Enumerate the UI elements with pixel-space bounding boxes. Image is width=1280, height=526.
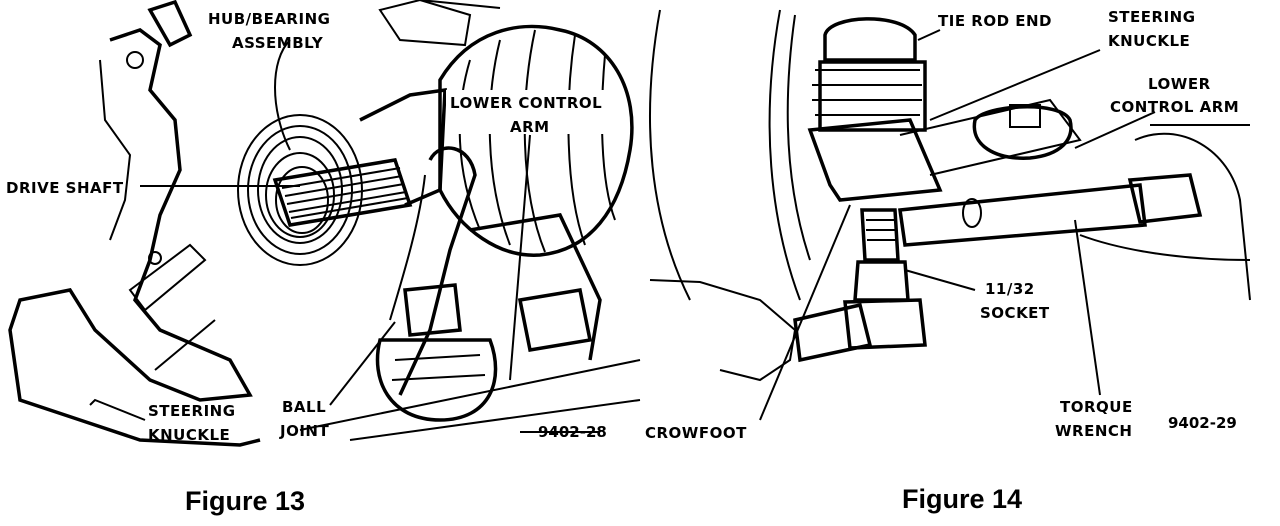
label-steering-knuckle-14-line2: KNUCKLE (1108, 32, 1190, 50)
right-hand (1134, 132, 1251, 301)
hub-leader (274, 39, 291, 151)
label-lower-control-arm-14-line1: LOWER (1148, 75, 1211, 93)
drive-shaft (272, 158, 413, 227)
label-torque-wrench-line2: WRENCH (1055, 422, 1132, 440)
hub-bearing-assembly (237, 114, 363, 266)
ball-joint-leader (329, 321, 396, 406)
tie-rod-end (812, 17, 927, 132)
label-ball-joint-line2: JOINT (279, 422, 329, 440)
figure-14-illustration (649, 9, 1251, 421)
lower-control-arm (299, 146, 641, 441)
label-socket-line2: SOCKET (980, 304, 1050, 322)
label-lower-control-arm-line2: ARM (510, 118, 550, 136)
torque-wrench (898, 173, 1203, 247)
steering-knuckle-14 (807, 98, 1082, 202)
label-steering-knuckle-13-line1: STEERING (148, 402, 236, 420)
label-lower-control-arm-14-line2: CONTROL ARM (1110, 98, 1239, 116)
label-steering-knuckle-13-line2: KNUCKLE (148, 426, 230, 444)
figure-13-illustration (8, 0, 641, 447)
socket-11-32 (853, 208, 910, 302)
cv-boot (359, 0, 634, 257)
crowfoot (793, 298, 927, 363)
label-crowfoot: CROWFOOT (645, 424, 747, 442)
label-hub-bearing-line1: HUB/BEARING (208, 10, 330, 28)
label-lower-control-arm-line1: LOWER CONTROL (450, 94, 602, 112)
figure-13-code: 9402-28 (538, 423, 607, 441)
knuckle-leader-13 (89, 398, 146, 421)
label-drive-shaft: DRIVE SHAFT (6, 179, 124, 197)
label-steering-knuckle-14-line1: STEERING (1108, 8, 1196, 26)
ball-joint (375, 283, 498, 422)
lca-leader-13 (509, 134, 531, 381)
figure-14-code: 9402-29 (1168, 414, 1237, 432)
label-ball-joint-line1: BALL (282, 398, 326, 416)
label-socket-line1: 11/32 (985, 280, 1035, 298)
label-torque-wrench-line1: TORQUE (1060, 398, 1133, 416)
label-hub-bearing-line2: ASSEMBLY (232, 34, 324, 52)
left-hand (649, 279, 797, 382)
figure-14-caption: Figure 14 (902, 484, 1022, 514)
label-tie-rod-end: TIE ROD END (938, 12, 1052, 30)
figure-13-caption: Figure 13 (185, 486, 305, 516)
